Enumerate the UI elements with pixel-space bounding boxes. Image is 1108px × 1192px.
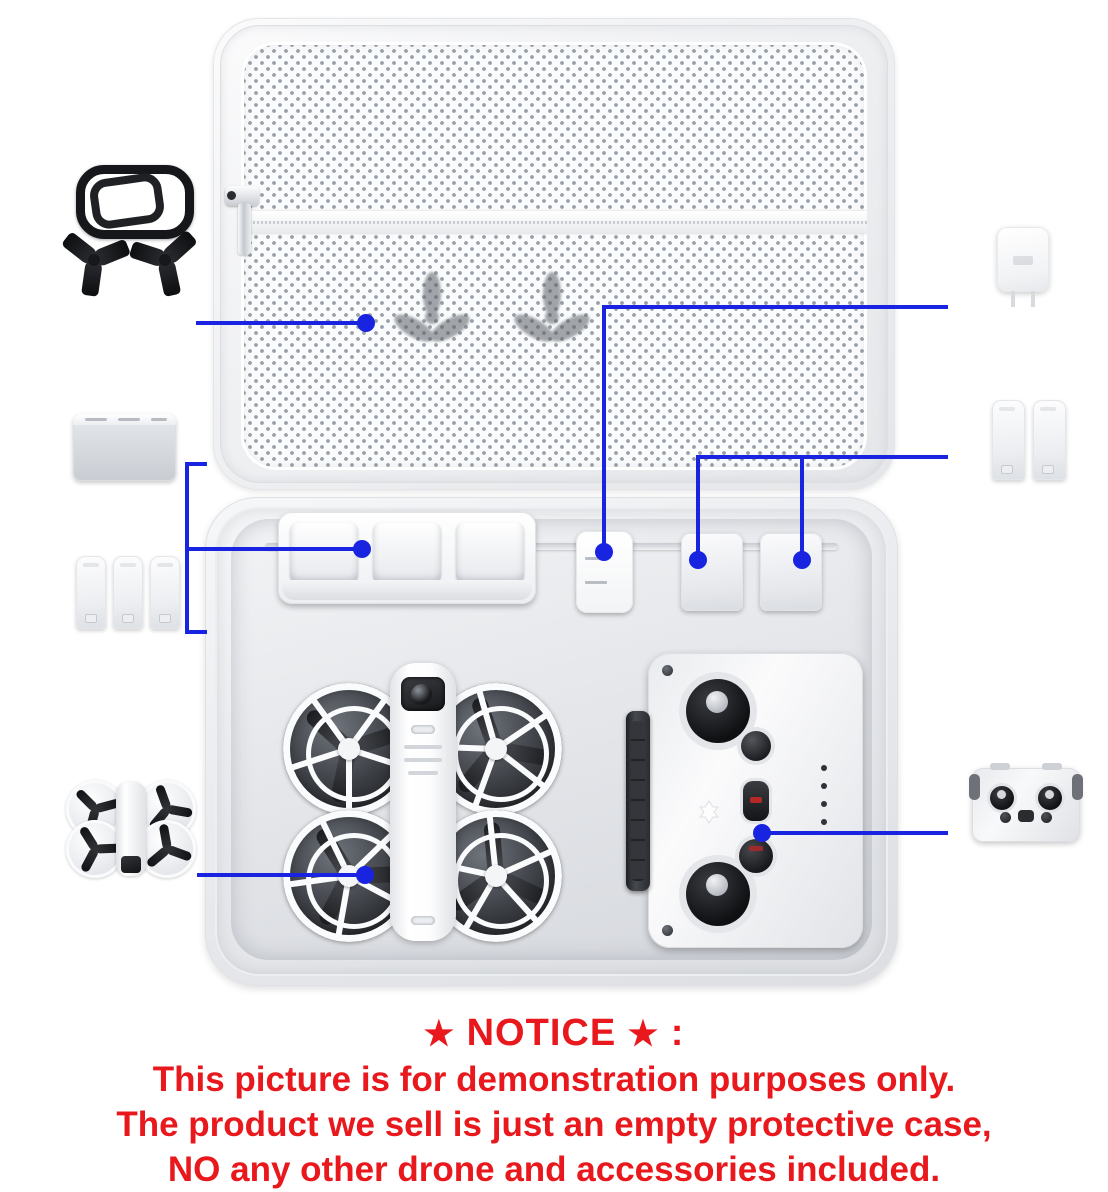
rc-screw <box>662 665 673 676</box>
callout-dot-drone <box>356 866 374 884</box>
propeller-through-mesh <box>389 272 475 358</box>
battery-accessory <box>113 556 143 629</box>
drone-camera <box>400 677 445 711</box>
callout-battery1-vertical <box>696 455 700 559</box>
callout-dot-propellers <box>357 314 375 332</box>
drone-body <box>389 663 456 941</box>
rc-power-button[interactable] <box>742 781 769 821</box>
drone-in-case <box>275 655 570 950</box>
propeller-through-mesh <box>509 272 595 358</box>
star-left-icon: ★ <box>423 1015 456 1053</box>
rc-screw <box>662 925 673 936</box>
remote-controller-in-case <box>626 653 863 948</box>
zipper-slider-icon <box>225 186 259 206</box>
battery-in-case <box>760 533 822 611</box>
rc-function-button[interactable] <box>740 731 771 761</box>
rc-battery-leds <box>821 765 827 837</box>
callout-dot-battery2 <box>793 551 811 569</box>
battery-accessory <box>992 400 1025 480</box>
battery-in-case <box>681 533 743 611</box>
callout-hub-bracket-top <box>185 462 207 466</box>
notice-title: NOTICE <box>466 1012 617 1054</box>
callout-remote <box>762 831 948 835</box>
notice-line-2: The product we sell is just an empty pro… <box>116 1105 992 1144</box>
star-right-icon: ★ <box>627 1015 660 1053</box>
notice-colon: : <box>670 1012 685 1054</box>
drone-status-led <box>410 725 435 734</box>
callout-drone <box>197 873 369 877</box>
phone-clamp <box>626 711 650 891</box>
callout-hub-bracket-bottom <box>185 630 207 634</box>
callout-batteries-horizontal <box>696 455 948 459</box>
charging-hub-accessory <box>73 414 176 481</box>
battery-accessory <box>1033 400 1066 480</box>
drone-battery-led <box>410 916 435 925</box>
notice-line-3: NO any other drone and accessories inclu… <box>167 1150 941 1189</box>
callout-propellers <box>196 321 374 325</box>
case-lid <box>213 18 895 490</box>
callout-charger-horizontal <box>602 305 948 309</box>
callout-dot-charger <box>595 543 613 561</box>
propeller-accessory <box>60 228 131 297</box>
charging-hub-in-case <box>278 512 536 604</box>
callout-dot-hub <box>353 540 371 558</box>
callout-battery2-vertical <box>800 455 804 559</box>
drone-accessory <box>66 780 196 878</box>
zipper-track <box>241 221 867 224</box>
propeller-accessory <box>128 228 198 297</box>
callout-dot-remote <box>753 824 771 842</box>
callout-hub-stem <box>185 547 360 551</box>
callout-charger-vertical <box>602 305 606 551</box>
zipper-pull[interactable] <box>225 186 259 255</box>
wall-charger-accessory <box>997 227 1049 307</box>
notice-line-1: This picture is for demonstration purpos… <box>152 1060 956 1099</box>
battery-accessory <box>150 556 180 629</box>
notice-block: ★ NOTICE ★ : This picture is for demonst… <box>0 1010 1108 1192</box>
callout-dot-battery1 <box>689 551 707 569</box>
left-control-stick[interactable] <box>686 679 750 743</box>
usb-cable-accessory <box>76 165 194 239</box>
notice-title-line: ★ NOTICE ★ : <box>0 1010 1108 1057</box>
brand-logo-icon <box>1013 252 1033 265</box>
rc-record-button[interactable] <box>738 839 773 873</box>
mesh-accessory-pocket <box>241 42 867 470</box>
right-control-stick[interactable] <box>686 862 750 926</box>
remote-controller-accessory <box>969 763 1083 842</box>
brand-logo-icon <box>696 799 722 825</box>
zipper-tab-icon <box>238 203 251 255</box>
battery-accessory <box>76 556 106 629</box>
